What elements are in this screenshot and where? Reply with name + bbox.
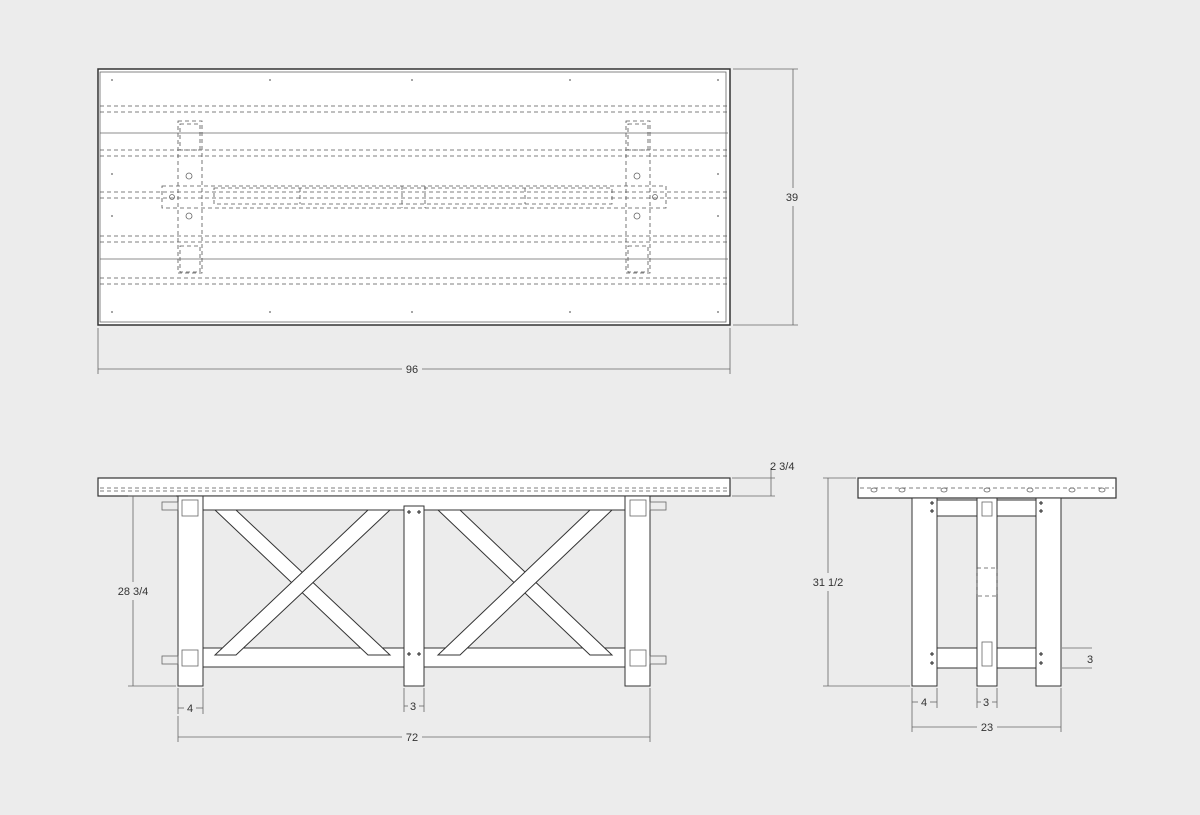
- leg-assembly-right: [625, 120, 658, 274]
- dim-side-base-width: 23: [981, 722, 993, 734]
- dim-side-rail-height: 3: [1087, 654, 1093, 666]
- dimension-96: [97, 328, 731, 374]
- dimension-4-side: [911, 688, 938, 732]
- tabletop-inner-outline: [99, 71, 727, 323]
- dim-top-length: 96: [406, 364, 418, 376]
- dimension-28-3-4: [128, 495, 176, 687]
- dim-side-leg-width: 4: [921, 697, 927, 709]
- top-view: 96 39: [97, 68, 798, 376]
- bolt-markers: [161, 499, 667, 667]
- x-brace-right: [436, 509, 614, 656]
- screw-marks: [111, 79, 719, 313]
- center-stretcher-hidden: [161, 185, 667, 209]
- dim-top-thickness: 2 3/4: [770, 461, 794, 473]
- dim-front-height: 28 3/4: [118, 586, 149, 598]
- dimension-3-side-rail: [1062, 647, 1092, 669]
- leg-assembly-left: [169, 120, 203, 274]
- dim-top-width: 39: [786, 192, 798, 204]
- board-seams: [100, 132, 728, 260]
- dimension-23: [912, 688, 1062, 732]
- dimension-4: [177, 688, 204, 714]
- x-brace-left: [213, 509, 392, 656]
- side-top-ovals: [870, 487, 1106, 493]
- dim-side-post-width: 3: [983, 697, 989, 709]
- dim-center-post-width: 3: [410, 701, 416, 713]
- dim-base-length: 72: [406, 732, 418, 744]
- dimension-72: [177, 688, 651, 742]
- dimension-3-side-post: [976, 688, 998, 708]
- front-tabletop: [97, 477, 731, 497]
- screw-crosses: [407, 510, 421, 656]
- dimension-2-3-4: [732, 468, 775, 497]
- dimension-31-1-2: [823, 477, 910, 687]
- dim-side-total-height: 31 1/2: [813, 577, 844, 589]
- dimension-39: [733, 68, 798, 326]
- dimension-3-front: [403, 688, 425, 712]
- dim-leg-width: 4: [187, 703, 193, 715]
- front-view: 2 3/4 28 3/4 4 3: [97, 461, 794, 744]
- side-screw-crosses: [930, 501, 1043, 665]
- side-leg-left: [911, 497, 938, 687]
- side-view: 31 1/2 3 4 3 23: [813, 477, 1117, 734]
- side-bolt-heads: [981, 501, 993, 667]
- side-leg-right: [1035, 497, 1062, 687]
- tabletop-outline: [97, 68, 731, 326]
